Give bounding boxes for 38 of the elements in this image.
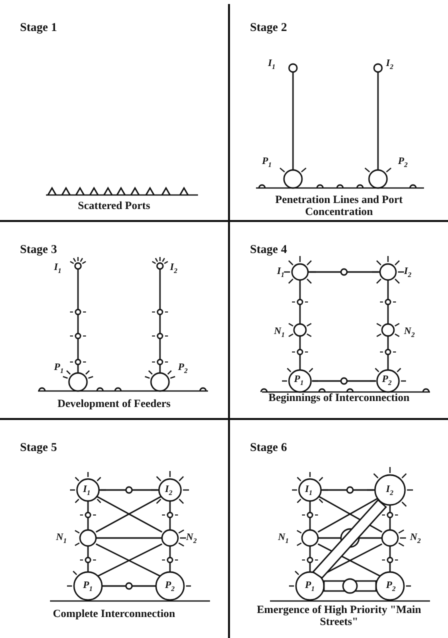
place-label: I$_{1}$ — [83, 484, 90, 499]
place-label: N$_{2}$ — [410, 532, 421, 547]
stage-title: Stage 1 — [20, 20, 57, 35]
place-label: P$_{1}$ — [262, 156, 272, 171]
place-label: P$_{2}$ — [165, 580, 175, 595]
stage-title: Stage 5 — [20, 440, 57, 455]
place-label: N$_{2}$ — [404, 326, 415, 341]
stage-caption: Development of Feeders — [56, 398, 172, 410]
place-label: N$_{1}$ — [56, 532, 67, 547]
stage-caption: Complete Interconnection — [52, 608, 176, 620]
stage-title: Stage 4 — [250, 242, 287, 257]
stage-caption: Penetration Lines and Port Concentration — [274, 194, 404, 218]
place-label: I$_{2}$ — [404, 266, 412, 281]
place-label: P$_{2}$ — [382, 374, 392, 389]
stage-title: Stage 3 — [20, 242, 57, 257]
place-label: I$_{1}$ — [277, 266, 284, 281]
place-label: P$_{2}$ — [398, 156, 408, 171]
place-label: P$_{1}$ — [294, 374, 304, 389]
place-label: I$_{2}$ — [165, 484, 172, 499]
stage-caption: Scattered Ports — [76, 200, 152, 212]
place-label: N$_{1}$ — [278, 532, 289, 547]
place-label: P$_{1}$ — [54, 362, 64, 377]
place-label: N$_{2}$ — [186, 532, 197, 547]
place-label: P$_{1}$ — [83, 580, 93, 595]
place-label: N$_{1}$ — [274, 326, 285, 341]
stage-title: Stage 2 — [250, 20, 287, 35]
place-label: P$_{2}$ — [386, 580, 396, 595]
place-label: I$_{2}$ — [386, 58, 394, 73]
place-label: I$_{2}$ — [386, 484, 394, 499]
place-label: P$_{1}$ — [305, 580, 315, 595]
stage-caption: Beginnings of Interconnection — [268, 392, 410, 404]
place-label: I$_{1}$ — [54, 262, 62, 277]
place-label: I$_{1}$ — [268, 58, 276, 73]
stage-title: Stage 6 — [250, 440, 287, 455]
stage-caption: Emergence of High Priority "Main Streets" — [256, 604, 422, 628]
place-label: I$_{2}$ — [170, 262, 178, 277]
place-label: P$_{2}$ — [178, 362, 188, 377]
place-label: I$_{1}$ — [305, 484, 312, 499]
